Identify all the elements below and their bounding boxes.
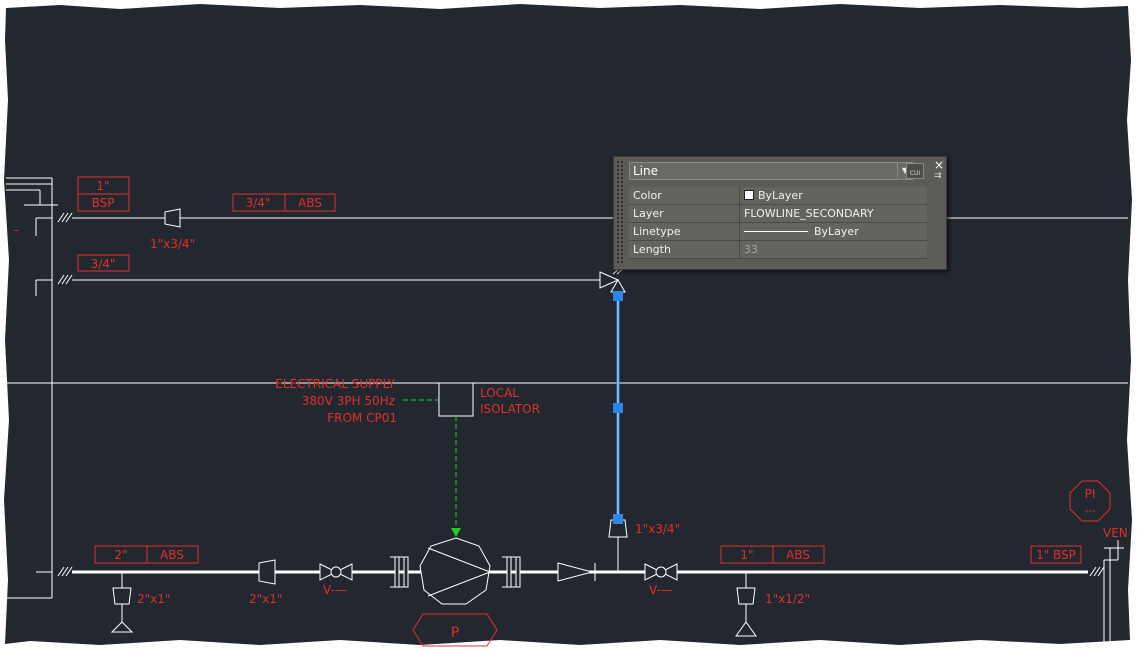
reducer-label-top: 1"x3/4" xyxy=(150,237,195,251)
pi-sub-label: --- xyxy=(1085,506,1096,517)
elec-supply-line2: 380V 3PH 50Hz xyxy=(302,394,395,408)
break-symbols xyxy=(57,212,73,577)
valve-drop-1[interactable] xyxy=(110,621,134,633)
close-icon[interactable]: × xyxy=(934,158,945,172)
gate-valve-2[interactable] xyxy=(644,563,678,581)
vent-fitting[interactable] xyxy=(1089,540,1124,645)
property-value-linetype[interactable]: ByLayer xyxy=(739,222,927,241)
tag-abs-top: ABS xyxy=(298,196,322,210)
object-type-value: Line xyxy=(633,164,659,178)
property-row-color[interactable]: Color ByLayer xyxy=(629,187,927,205)
elec-supply-line3: FROM CP01 xyxy=(327,411,397,425)
reducer-label-2x1: 2"x1" xyxy=(249,592,282,606)
tag-abs-main1: ABS xyxy=(160,548,184,562)
reducer-label-mid: 1"x3/4" xyxy=(635,522,680,536)
property-row-linetype[interactable]: Linetype ByLayer xyxy=(629,222,927,241)
local-label: LOCAL xyxy=(480,386,519,400)
valve-drop-2[interactable] xyxy=(735,621,757,637)
pump-symbol[interactable] xyxy=(419,537,492,605)
quick-properties-palette[interactable]: Line ▼ CUI × ⇉ Color ByLayer Layer FLOWL… xyxy=(613,156,947,270)
tag-boxes-main xyxy=(94,545,1082,564)
tag-34in: 3/4" xyxy=(246,196,271,210)
tag-1in: 1" xyxy=(96,179,109,193)
vent-label: VEN xyxy=(1103,526,1128,540)
elec-supply-line1: ELECTRICAL SUPPLY xyxy=(275,377,395,391)
tag-boxes-top xyxy=(77,176,336,272)
valve-tag-1: V-— xyxy=(323,583,347,597)
chevron-down-icon[interactable]: ▼ xyxy=(897,163,912,179)
property-row-layer[interactable]: Layer FLOWLINE_SECONDARY xyxy=(629,204,927,223)
reducer-symbol-top[interactable] xyxy=(164,208,181,228)
pump-tag-box xyxy=(412,613,498,647)
flange-left[interactable] xyxy=(390,556,409,588)
pi-label: PI xyxy=(1085,487,1096,501)
reducer-drop-2[interactable] xyxy=(736,587,756,605)
property-value-length: 33 xyxy=(739,240,927,259)
flange-right[interactable] xyxy=(502,556,521,588)
linetype-sample xyxy=(744,231,808,232)
linetype-value: ByLayer xyxy=(814,225,859,238)
property-key: Color xyxy=(629,187,740,205)
property-key: Length xyxy=(629,240,740,259)
customize-cui-button[interactable]: CUI xyxy=(906,163,924,179)
tag-1in-bsp: 1" BSP xyxy=(1036,548,1076,562)
tag-34in-b: 3/4" xyxy=(91,257,116,271)
object-type-dropdown[interactable]: Line ▼ xyxy=(629,162,913,180)
property-key: Linetype xyxy=(629,222,740,241)
gate-valve-1[interactable] xyxy=(319,563,353,581)
reducer-drop-1[interactable] xyxy=(112,587,132,605)
property-row-length[interactable]: Length 33 xyxy=(629,240,927,259)
header-vessel[interactable] xyxy=(6,177,58,599)
property-key: Layer xyxy=(629,204,740,223)
reducer-label-2x1-drop: 2"x1" xyxy=(137,592,170,606)
palette-grip-handle[interactable] xyxy=(616,160,625,264)
tag-1in-main: 1" xyxy=(740,548,753,562)
check-valve-main[interactable] xyxy=(557,562,594,582)
properties-table: Color ByLayer Layer FLOWLINE_SECONDARY L… xyxy=(629,187,927,259)
pump-tag-label: P xyxy=(451,625,459,641)
options-menu-icon[interactable]: ⇉ xyxy=(934,171,942,181)
tag-2in: 2" xyxy=(114,548,127,562)
isolator-label: ISOLATOR xyxy=(480,402,540,416)
valve-tag-2: V-— xyxy=(649,583,673,597)
reducer-symbol-2x1[interactable] xyxy=(258,559,276,585)
property-value-layer[interactable]: FLOWLINE_SECONDARY xyxy=(739,204,927,223)
isolator-arrow-icon xyxy=(451,528,461,537)
pressure-indicator-tag xyxy=(1069,480,1111,522)
tag-bsp: BSP xyxy=(92,196,115,210)
tag-abs-main2: ABS xyxy=(786,548,810,562)
color-value: ByLayer xyxy=(758,189,803,202)
color-swatch xyxy=(744,190,754,200)
reducer-label-1x12: 1"x1/2" xyxy=(765,592,810,606)
dash-label: - xyxy=(14,223,18,237)
property-value-color[interactable]: ByLayer xyxy=(739,187,927,205)
